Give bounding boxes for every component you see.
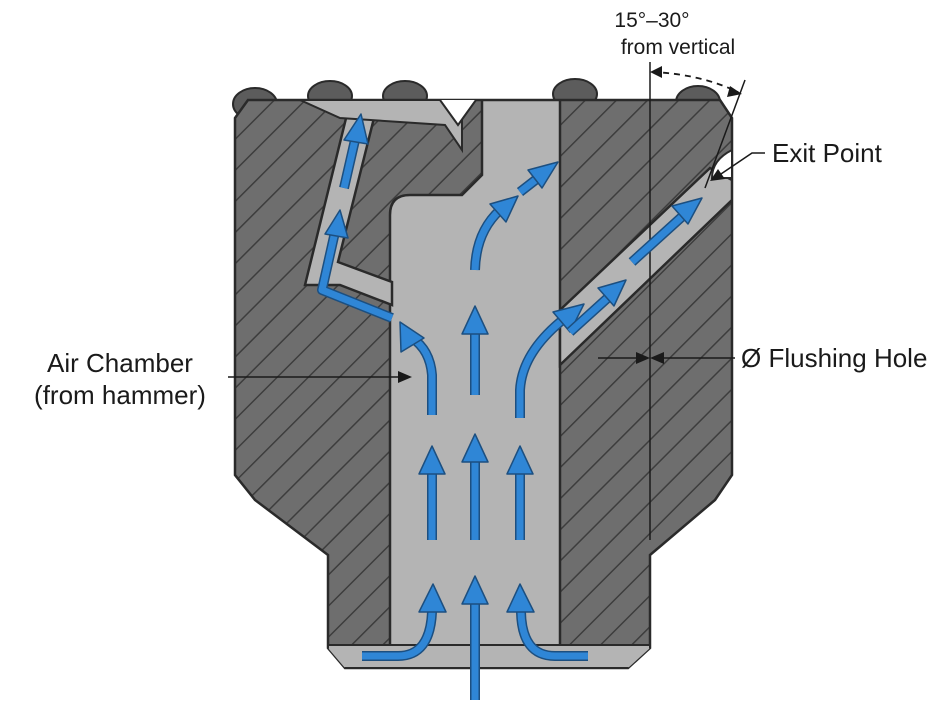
flow-arrow bbox=[515, 303, 585, 418]
flushing-hole-arrowhead-left bbox=[636, 352, 650, 364]
flow-arrow bbox=[566, 279, 627, 336]
flow-arrow bbox=[506, 445, 534, 540]
flow-arrow bbox=[399, 321, 437, 415]
angle-label-line1: 15°–30° bbox=[614, 9, 689, 32]
air-chamber-label-line1: Air Chamber bbox=[47, 348, 193, 378]
flow-arrow bbox=[461, 305, 489, 395]
flow-arrow bbox=[339, 113, 369, 190]
exit-point-arrowhead bbox=[710, 169, 725, 181]
flow-arrow bbox=[461, 575, 489, 700]
angle-arc-arrowhead bbox=[650, 66, 662, 78]
air-chamber-label-line2: (from hammer) bbox=[34, 380, 206, 410]
flow-arrow bbox=[506, 583, 588, 661]
flushing-hole-arrowhead-right bbox=[650, 352, 664, 364]
flushing-hole-label: Ø Flushing Hole bbox=[741, 343, 927, 373]
flow-arrow bbox=[317, 209, 394, 323]
flow-arrow bbox=[628, 197, 703, 266]
exit-point-leader bbox=[717, 152, 765, 177]
face-notch bbox=[439, 99, 477, 127]
exit-point-label: Exit Point bbox=[772, 138, 883, 168]
flow-arrow bbox=[516, 161, 559, 196]
leader-lines bbox=[228, 152, 765, 383]
angle-arc-arrowhead bbox=[727, 86, 742, 97]
flow-arrow bbox=[418, 445, 446, 540]
angle-reference-line bbox=[704, 79, 746, 189]
flow-arrow bbox=[461, 433, 489, 540]
air-chamber-leader-arrowhead bbox=[398, 371, 412, 383]
airflow-arrows bbox=[317, 113, 703, 700]
face-channel bbox=[299, 100, 463, 154]
flow-arrow bbox=[470, 195, 519, 271]
angle-label-line2: from vertical bbox=[621, 36, 735, 59]
flow-arrow bbox=[362, 583, 447, 661]
